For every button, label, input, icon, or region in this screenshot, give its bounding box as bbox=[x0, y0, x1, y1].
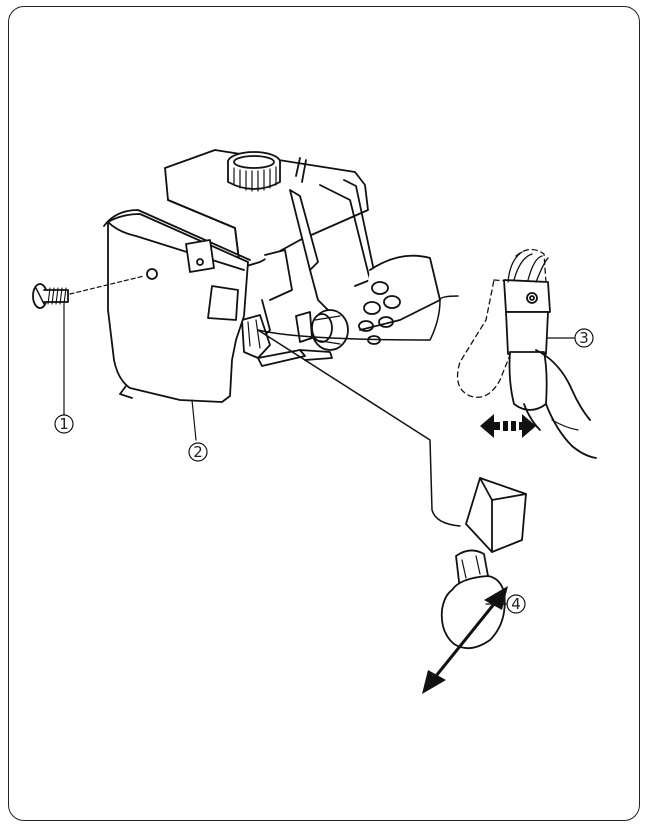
socket-bottom-inset bbox=[466, 478, 526, 552]
zoom-connector-lines bbox=[258, 296, 460, 526]
face-cover bbox=[104, 210, 250, 402]
wiggle-arrow-icon bbox=[480, 414, 536, 438]
callout-3-label: 3 bbox=[579, 329, 589, 347]
callout-4-label: 4 bbox=[511, 595, 521, 613]
machine-side-body bbox=[359, 256, 440, 344]
callout-2-label: 2 bbox=[193, 443, 203, 461]
pressure-dial bbox=[296, 310, 348, 350]
callout-1-label: 1 bbox=[59, 415, 69, 433]
